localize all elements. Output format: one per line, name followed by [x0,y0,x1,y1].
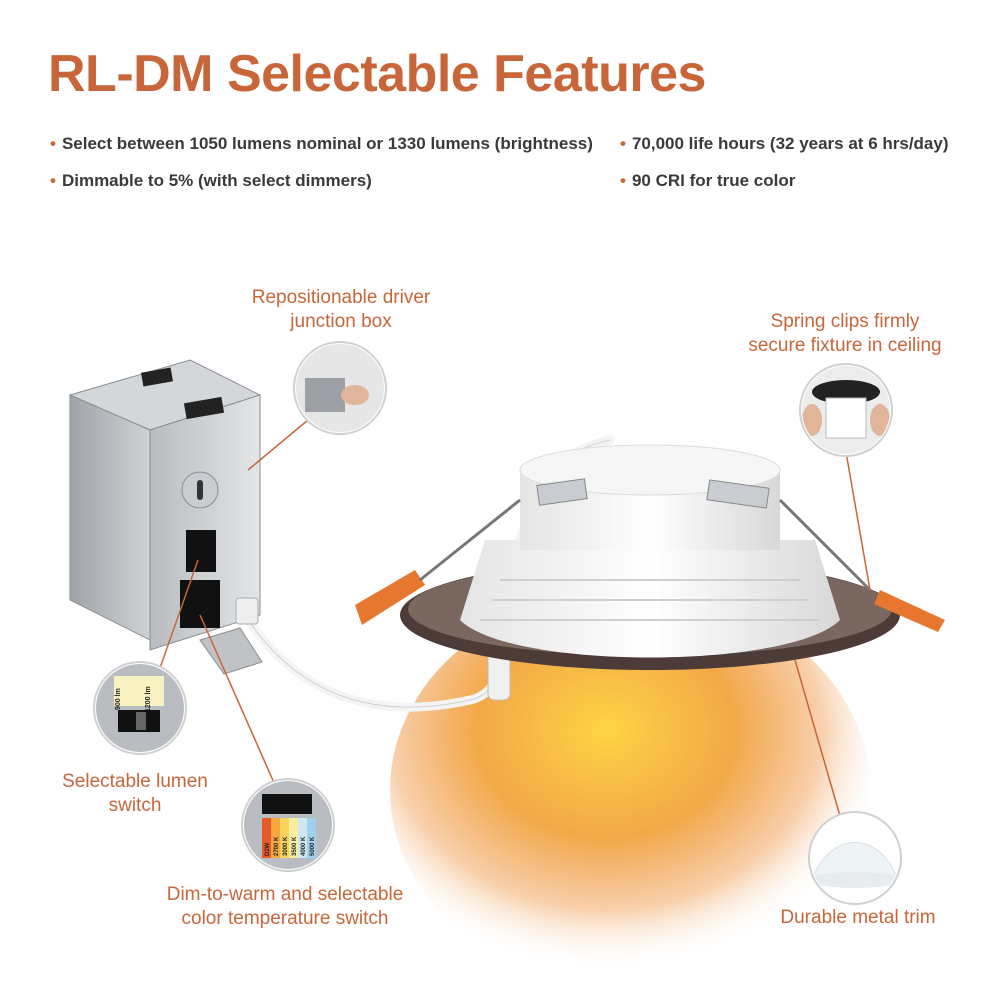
callout-junction-box: Repositionable driver junction box [251,287,431,332]
bullet-icon: • [620,171,626,190]
lumen-low-label: 900 lm [115,688,122,710]
lumen-switch-detail-circle: 900 lm 1200 lm [93,661,187,755]
feature-life-hours: •70,000 life hours (32 years at 6 hrs/da… [620,134,949,153]
lumen-high-label: 1200 lm [145,686,152,712]
callout-spring-clips: Spring clips firmly secure fixture in ce… [748,311,942,356]
feature-dimmable: •Dimmable to 5% (with select dimmers) [50,171,372,190]
page-title: RL-DM Selectable Features [48,45,706,103]
callout-lumen-switch: Selectable lumen switch [62,771,208,816]
junction-box [68,359,263,675]
trim-detail-circle [808,811,902,905]
spring-clip-detail-circle [799,363,893,457]
callout-cct-switch: Dim-to-warm and selectable color tempera… [166,884,404,929]
bullet-icon: • [50,171,56,190]
bullet-icon: • [50,134,56,153]
bullet-icon: • [620,134,626,153]
callout-metal-trim: Durable metal trim [780,907,936,928]
cct-switch-detail-circle [241,778,335,872]
feature-lumens: •Select between 1050 lumens nominal or 1… [50,134,593,153]
junction-detail-circle [293,341,387,435]
feature-cri: •90 CRI for true color [620,171,796,190]
downlight-fixture [355,444,945,670]
